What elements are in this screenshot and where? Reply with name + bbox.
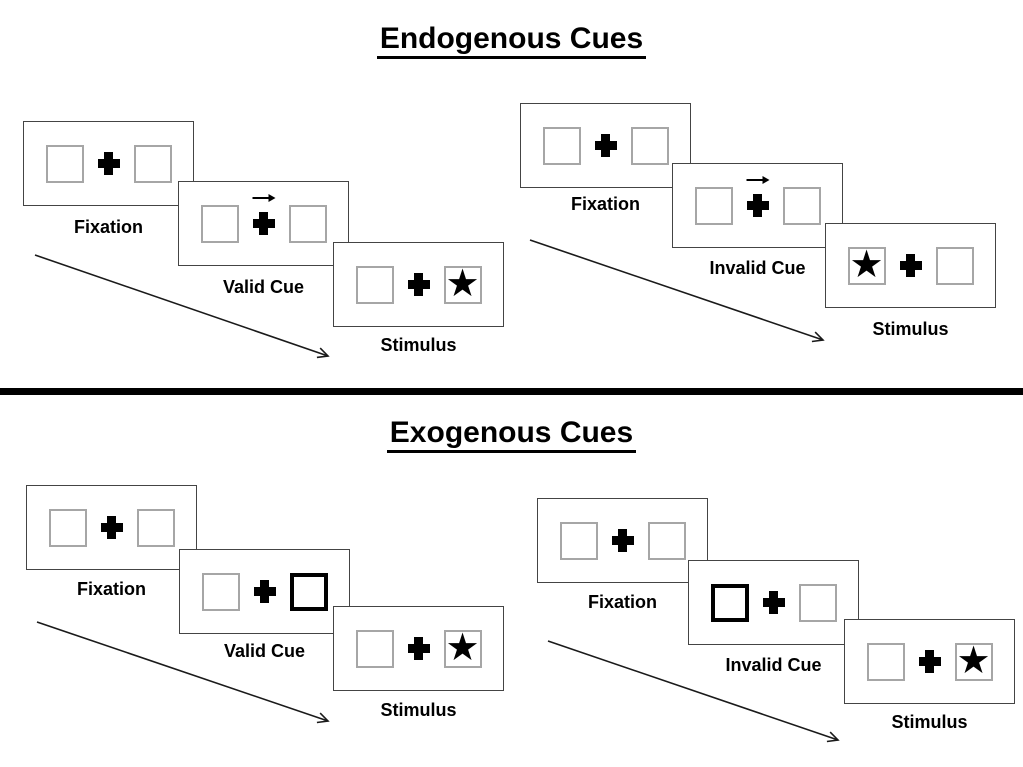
placeholder-box bbox=[355, 629, 394, 668]
fixation-area bbox=[253, 573, 277, 611]
screen-label: Stimulus bbox=[891, 712, 968, 732]
cue-arrow-icon bbox=[252, 193, 275, 204]
fixation-cross-icon bbox=[899, 254, 922, 277]
placeholder-box bbox=[559, 521, 598, 560]
fixation-area bbox=[611, 522, 635, 560]
screen-fixation bbox=[520, 103, 691, 188]
placeholder-box bbox=[694, 186, 733, 225]
fixation-cross-icon bbox=[253, 580, 276, 603]
screen-label: Stimulus bbox=[380, 335, 457, 355]
fixation-cross-icon bbox=[611, 529, 634, 552]
screen-label: Fixation bbox=[76, 579, 146, 599]
section-title-exogenous: Exogenous Cues bbox=[0, 416, 1023, 453]
placeholder-box bbox=[201, 572, 240, 611]
screen-stimulus: ★ bbox=[333, 242, 504, 327]
section-title-text: Endogenous Cues bbox=[376, 22, 647, 59]
fixation-area bbox=[762, 584, 786, 622]
timeline-arrow bbox=[34, 254, 330, 359]
fixation-cross-icon bbox=[252, 212, 275, 235]
placeholder-box bbox=[48, 508, 87, 547]
screen-label: Invalid Cue bbox=[709, 258, 806, 278]
screen-label: Valid Cue bbox=[222, 277, 305, 297]
fixation-area bbox=[918, 643, 942, 681]
screen-label: Stimulus bbox=[380, 700, 457, 720]
placeholder-box bbox=[866, 642, 905, 681]
fixation-area bbox=[594, 127, 618, 165]
fixation-area bbox=[252, 193, 276, 243]
screen-stimulus: ★ bbox=[333, 606, 504, 691]
screen-fixation bbox=[23, 121, 194, 206]
fixation-area bbox=[97, 145, 121, 183]
placeholder-box bbox=[200, 204, 239, 243]
screen-invalid-cue bbox=[688, 560, 859, 645]
screen-label: Fixation bbox=[570, 194, 640, 214]
star-stimulus-icon: ★ bbox=[956, 639, 991, 682]
placeholder-box bbox=[136, 508, 175, 547]
screen-label: Valid Cue bbox=[223, 641, 306, 661]
screen-stimulus: ★ bbox=[825, 223, 996, 308]
stimulus-target-box: ★ bbox=[443, 626, 482, 669]
fixation-cross-icon bbox=[746, 194, 769, 217]
star-stimulus-icon: ★ bbox=[445, 262, 480, 305]
screen-valid-cue bbox=[178, 181, 349, 266]
cue-highlight-box bbox=[710, 583, 749, 622]
star-stimulus-icon: ★ bbox=[445, 626, 480, 669]
placeholder-box bbox=[355, 265, 394, 304]
screen-fixation bbox=[26, 485, 197, 570]
placeholder-box bbox=[133, 144, 172, 183]
fixation-cross-icon bbox=[594, 134, 617, 157]
placeholder-box bbox=[630, 126, 669, 165]
placeholder-box bbox=[935, 246, 974, 285]
cue-arrow-icon bbox=[746, 175, 769, 186]
fixation-cross-icon bbox=[97, 152, 120, 175]
screen-label: Fixation bbox=[587, 592, 657, 612]
stimulus-target-box: ★ bbox=[954, 639, 993, 682]
placeholder-box bbox=[542, 126, 581, 165]
fixation-area bbox=[899, 247, 923, 285]
section-title-text: Exogenous Cues bbox=[386, 416, 637, 453]
timeline-arrow bbox=[36, 621, 330, 724]
screen-valid-cue bbox=[179, 549, 350, 634]
fixation-cross-icon bbox=[762, 591, 785, 614]
stimulus-target-box: ★ bbox=[443, 262, 482, 305]
section-title-endogenous: Endogenous Cues bbox=[0, 22, 1023, 59]
placeholder-box bbox=[798, 583, 837, 622]
fixation-cross-icon bbox=[100, 516, 123, 539]
placeholder-box bbox=[45, 144, 84, 183]
timeline-arrow bbox=[529, 239, 825, 343]
star-stimulus-icon: ★ bbox=[849, 243, 884, 286]
placeholder-box bbox=[647, 521, 686, 560]
section-divider bbox=[0, 388, 1023, 395]
screen-label: Invalid Cue bbox=[725, 655, 822, 675]
screen-label: Fixation bbox=[73, 217, 143, 237]
fixation-cross-icon bbox=[407, 273, 430, 296]
fixation-cross-icon bbox=[918, 650, 941, 673]
fixation-area bbox=[746, 175, 770, 225]
fixation-area bbox=[407, 630, 431, 668]
screen-fixation bbox=[537, 498, 708, 583]
fixation-cross-icon bbox=[407, 637, 430, 660]
fixation-area bbox=[100, 509, 124, 547]
screen-stimulus: ★ bbox=[844, 619, 1015, 704]
cue-highlight-box bbox=[289, 572, 328, 611]
screen-label: Stimulus bbox=[872, 319, 949, 339]
fixation-area bbox=[407, 266, 431, 304]
placeholder-box bbox=[782, 186, 821, 225]
screen-invalid-cue bbox=[672, 163, 843, 248]
placeholder-box bbox=[288, 204, 327, 243]
stimulus-target-box: ★ bbox=[847, 243, 886, 286]
